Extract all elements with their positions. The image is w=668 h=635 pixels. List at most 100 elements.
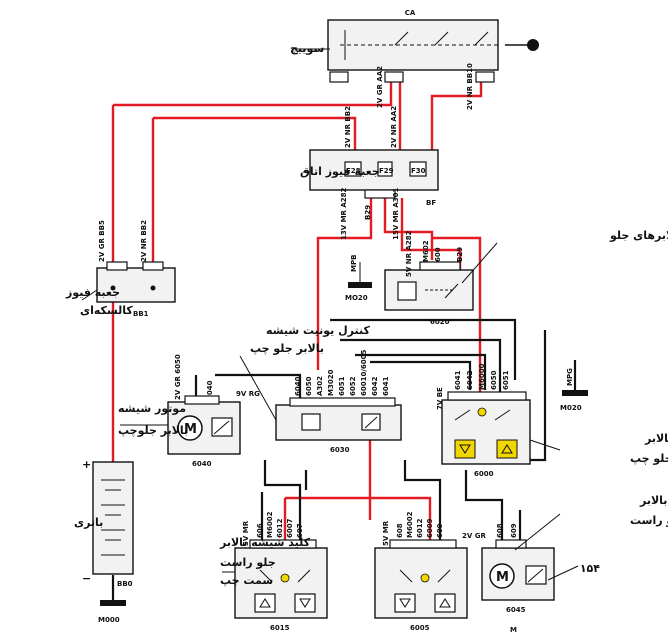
window-icon	[211, 417, 233, 437]
svg-text:M: M	[496, 570, 509, 585]
label-control-unit-1: کنترل یونیت شیشه	[266, 324, 370, 337]
code-mpb: MPB	[350, 255, 358, 272]
connector-pin-code: 608	[396, 523, 404, 538]
svg-text:M: M	[184, 422, 197, 437]
connector-pin-code: 608	[496, 523, 504, 538]
up-arrow-button-icon	[434, 593, 456, 613]
label-cabin-fuse-box: جعبه فیوز اتاق	[300, 165, 380, 178]
code-6005: 6005	[410, 624, 430, 632]
motor-icon: M	[177, 415, 203, 441]
code-wire-2vnr-aa2-top: 2V NR AA2	[390, 106, 398, 148]
label-switch-fr-left-1: کلید شیشه بالابر	[219, 536, 311, 549]
code-m000: M000	[98, 616, 120, 624]
connector-pin-code: 609	[510, 523, 518, 538]
code-6040: 6040	[192, 460, 212, 468]
ignition-switch: CA سوییچ	[290, 9, 539, 83]
code-mo20: MO20	[345, 294, 368, 302]
connector-pin-code: 6012	[416, 518, 424, 538]
label-number-154: ۱۵۴	[580, 562, 600, 575]
connector-codes-6045: 608 609	[496, 523, 518, 538]
code-6015: 6015	[270, 624, 290, 632]
connector-pin-code: 6007	[286, 518, 294, 538]
up-arrow-button-icon	[496, 439, 518, 459]
down-arrow-button-icon	[294, 593, 316, 613]
label-switch-fr-left-3: سمت چپ	[220, 574, 273, 587]
label-switch-fr-left-2: جلو راست	[220, 556, 276, 569]
code-m: M	[510, 626, 517, 634]
connector-pin-code: M6002	[406, 511, 414, 538]
connector-pin-code: 6040	[294, 376, 302, 396]
label-front-window-relay: رله شیشه بالابرهای جلو	[609, 229, 668, 242]
label-switch-fr-2: جلو راست	[630, 514, 668, 527]
code-m020: M020	[560, 404, 582, 412]
code-bb1: BB1	[133, 310, 149, 318]
connector-pin-code: 6050	[305, 376, 313, 396]
battery-plus-sign: +	[82, 458, 91, 471]
code-wire-m602: M602	[422, 240, 430, 262]
code-wire-2vgr-aa2: 2V GR AA2	[376, 66, 384, 108]
code-6045: 6045	[506, 606, 526, 614]
connector-pin-code: 6012	[276, 518, 284, 538]
code-wire-2vnr-bb2-top: 2V NR BB2	[344, 106, 352, 148]
code-wire-15vmr-a301: 15V MR A301	[392, 187, 400, 240]
code-wire-5vmr-right: 5V MR	[382, 520, 390, 546]
connector-pin-code: M3020	[327, 369, 335, 396]
label-motor-fl-1: موتور شیشه	[118, 402, 186, 415]
battery: + − BB0 باتری	[74, 458, 134, 588]
connector-pin-code: 60010/6005	[360, 349, 368, 396]
code-wire-2vgr-bb5: 2V GR BB5	[98, 220, 106, 262]
code-bb0: BB0	[117, 580, 133, 588]
code-wire-7vbe: 7V BE	[436, 387, 444, 410]
label-switch-fr-1: کلید شیشه بالابر	[639, 494, 668, 507]
code-wire-13vmr-a282: 13V MR A282	[340, 187, 348, 240]
ground-mo20-icon: MPB MO20	[345, 255, 372, 302]
connector-pin-code: 6051	[502, 370, 510, 390]
key-icon	[505, 39, 539, 51]
label-switch-fl-2: جلو چپ	[630, 452, 668, 465]
up-arrow-button-icon	[254, 593, 276, 613]
window-icon	[361, 413, 381, 431]
battery-minus-sign: −	[82, 572, 91, 585]
fuse-f30: F30	[411, 167, 426, 175]
engine-fuse-box: BB1 جعبه فیوز کالسکه‌ای	[65, 261, 176, 318]
connector-pin-code: M6000	[478, 363, 486, 390]
code-wire-2vgr-6045: 2V GR	[462, 532, 486, 540]
code-wire-b29-relay: B29	[456, 247, 464, 262]
code-6000: 6000	[474, 470, 494, 478]
ground-m000-icon: M000	[98, 600, 126, 624]
fuse-f28: F28	[346, 167, 361, 175]
code-6020: 6020	[430, 318, 450, 326]
front-right-motor: M 6045 M 2V GR کلید شیشه بالابر جلو راست…	[462, 494, 668, 634]
connector-pin-code: 6041	[382, 376, 390, 396]
motor-icon: M	[489, 563, 515, 589]
front-left-motor: M 6040 موتور شیشه بالابر جلوچپ	[118, 395, 241, 468]
code-bf: BF	[426, 199, 436, 207]
window-icon	[525, 565, 547, 585]
code-mpg: MPG	[566, 368, 574, 386]
label-switch-fl-1: کلید شیشه بالابر	[644, 432, 668, 445]
connector-pin-code: 6051	[338, 376, 346, 396]
connector-pin-code: 6042	[371, 376, 379, 396]
code-wire-2vgr-6050: 2V GR 6050	[174, 354, 182, 400]
code-ca: CA	[405, 9, 416, 17]
connector-pin-code: 6041	[454, 370, 462, 390]
label-engine-fuse-box-2: کالسکه‌ای	[80, 304, 133, 317]
front-window-relay: 6020 رله شیشه بالابرهای جلو	[384, 229, 668, 326]
code-wire-2vnr-bb2: 2V NR BB2	[140, 220, 148, 262]
cabin-fuse-box: F28 F29 F30 BF جعبه فیوز اتاق	[300, 149, 439, 207]
connector-pin-code: 607	[296, 523, 304, 538]
fuse-f29: F29	[379, 167, 394, 175]
code-wire-b29: B29	[364, 205, 372, 220]
connector-pin-code: 6009	[426, 518, 434, 538]
front-left-switch: 6000 کلید شیشه بالابر جلو چپ	[441, 391, 668, 478]
code-wire-5vnr-a282: 5V NR A282	[405, 230, 413, 277]
code-wire-600: 600	[434, 247, 442, 262]
ground-m020-icon: MPG M020	[560, 368, 588, 412]
label-motor-fl-2: بالابر جلوچپ	[118, 424, 188, 437]
connector-pin-code: A302	[316, 376, 324, 396]
code-6030: 6030	[330, 446, 350, 454]
